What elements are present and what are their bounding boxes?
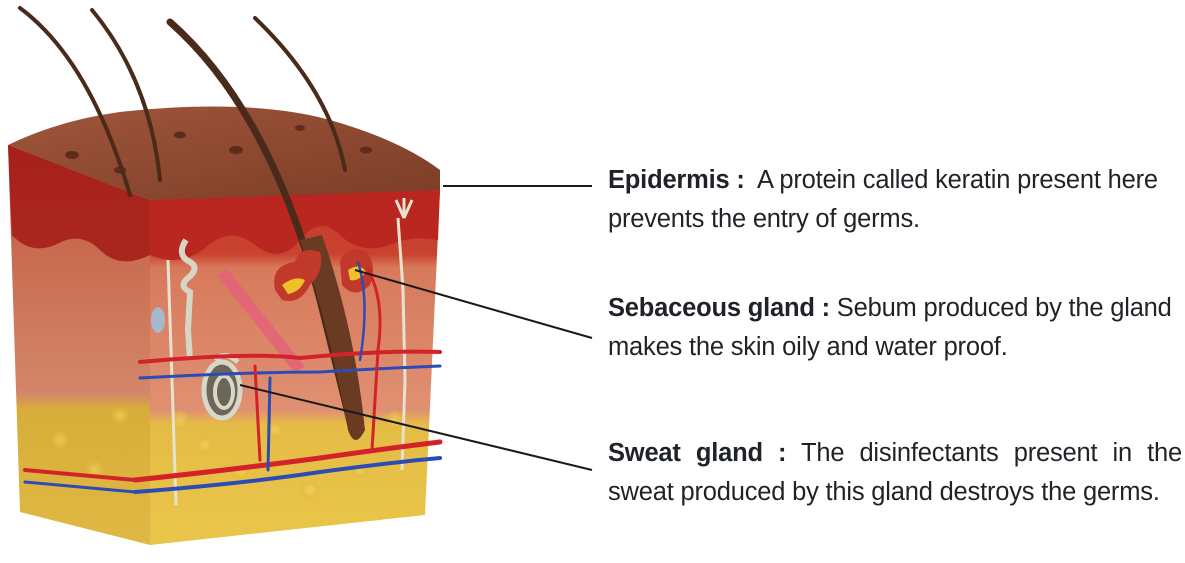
- epidermis-term: Epidermis :: [608, 166, 745, 194]
- sebaceous-gland-term: Sebaceous gland :: [608, 294, 830, 322]
- epidermis-label: Epidermis : A protein called keratin pre…: [608, 161, 1182, 239]
- sebaceous-gland-label: Sebaceous gland : Sebum produced by the …: [608, 289, 1182, 367]
- sweat-gland-label: Sweat gland : The disinfectants present …: [608, 434, 1182, 512]
- sweat-gland-term: Sweat gland :: [608, 439, 786, 467]
- touch-receptor: [151, 307, 165, 333]
